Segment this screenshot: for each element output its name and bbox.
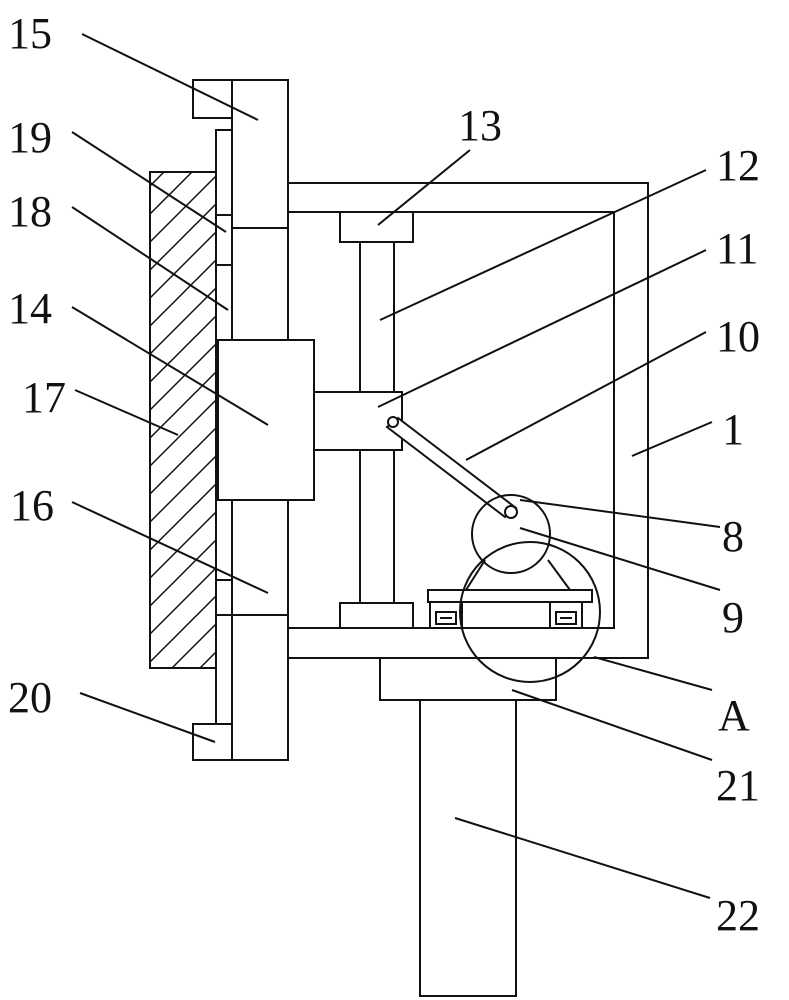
part-22-support-column — [419, 699, 517, 997]
part-15-top-stop — [192, 79, 233, 119]
label-10: 10 — [716, 312, 760, 361]
label-15: 15 — [8, 9, 52, 58]
label-13: 13 — [458, 101, 502, 150]
part-8-hub — [504, 505, 518, 519]
part-14-slider-block — [217, 339, 315, 501]
label-14: 14 — [8, 284, 52, 333]
part-8-eccentric-wheel — [471, 494, 551, 574]
label-20: 20 — [8, 673, 52, 722]
part-17-hatched-pad — [149, 171, 217, 669]
label-12: 12 — [716, 141, 760, 190]
leader-lines — [71, 33, 721, 899]
label-17: 17 — [22, 373, 66, 422]
support-plate — [427, 589, 593, 603]
label-21: 21 — [716, 761, 760, 810]
label-19: 19 — [8, 113, 52, 162]
label-22: 22 — [716, 891, 760, 940]
lower-seat — [339, 602, 414, 629]
label-11: 11 — [716, 224, 758, 273]
label-18: 18 — [8, 187, 52, 236]
part-21-base-plate — [379, 657, 557, 701]
label-16: 16 — [10, 481, 54, 530]
label-A: A — [718, 691, 750, 740]
label-1: 1 — [722, 405, 744, 454]
label-9: 9 — [722, 593, 744, 642]
label-8: 8 — [722, 512, 744, 561]
detail-circle-A — [459, 541, 601, 683]
part-13-top-seat — [339, 211, 414, 243]
